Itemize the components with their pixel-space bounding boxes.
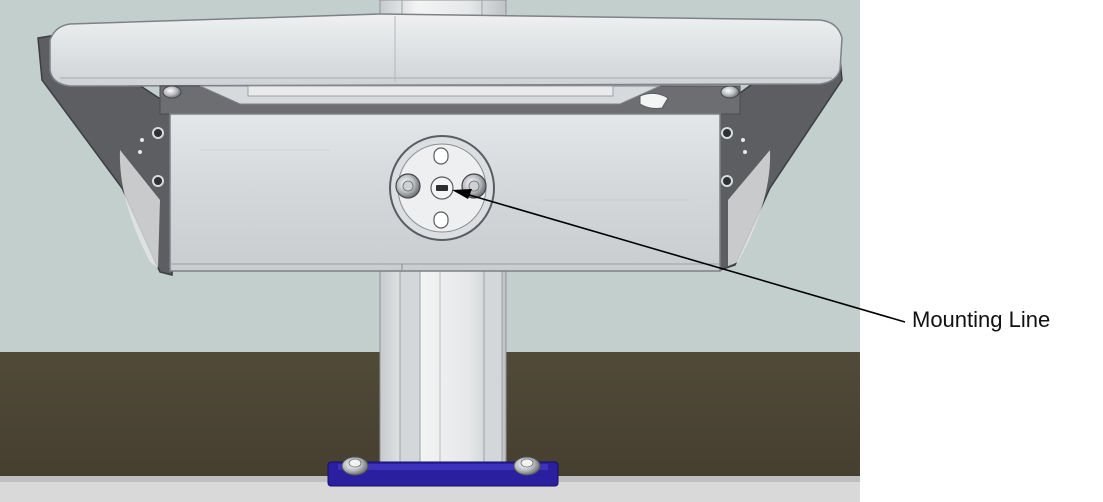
- round-mount: [389, 135, 495, 241]
- callout-leader: [465, 193, 906, 323]
- side-holes-left: [138, 127, 164, 187]
- side-holes-right: [721, 127, 747, 187]
- mount-nut-left: [395, 173, 421, 199]
- plate-bolt-left: [162, 85, 182, 99]
- arrow-icon: [452, 189, 472, 199]
- base-nut-left: [341, 456, 369, 476]
- top-plate: [49, 13, 843, 87]
- mounting-line-label: Mounting Line: [912, 307, 1051, 332]
- under-strip: [159, 85, 741, 115]
- floor-bottom: [0, 482, 860, 502]
- post-lower: [379, 269, 507, 481]
- plate-bolt-right: [720, 85, 740, 99]
- base-nut-right: [513, 456, 541, 476]
- margin: [860, 0, 1103, 502]
- base-plate: [327, 461, 559, 487]
